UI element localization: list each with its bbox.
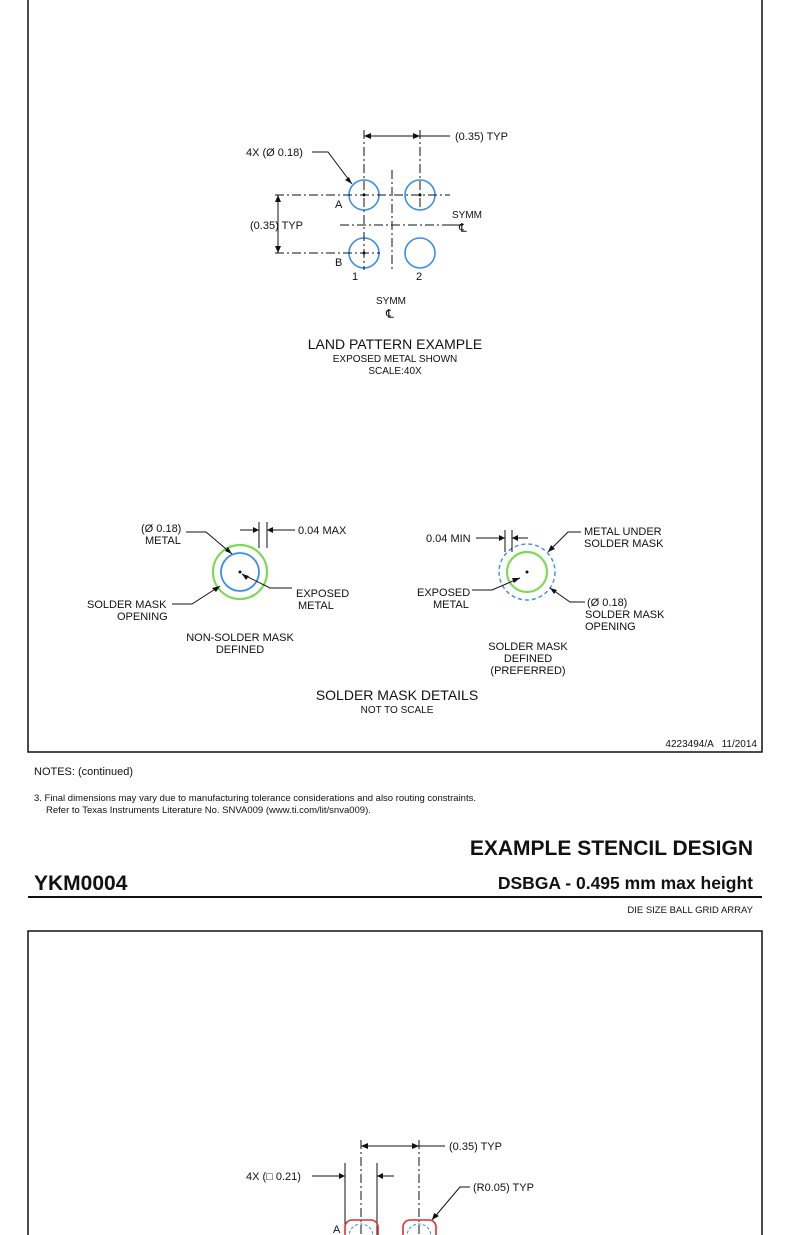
nsmd-opening-label-1: SOLDER MASK [87, 599, 167, 611]
notes-heading: NOTES: (continued) [34, 766, 133, 778]
pad-b2 [404, 237, 436, 269]
package-description: DIE SIZE BALL GRID ARRAY [627, 905, 753, 916]
note-3-line-1: 3. Final dimensions may vary due to manu… [34, 793, 476, 804]
land-pattern-subtitle: EXPOSED METAL SHOWN [333, 354, 457, 365]
nsmd-caption-2: DEFINED [216, 644, 264, 656]
smd-metal-under-label-2: SOLDER MASK [584, 538, 664, 550]
land-symm-right-label: SYMM [452, 210, 482, 221]
land-pitch-x-label: (0.35) TYP [455, 131, 508, 143]
stencil-figure [312, 1140, 470, 1235]
smd-caption-2: DEFINED [504, 653, 552, 665]
stencil-pitch-label: (0.35) TYP [449, 1141, 502, 1153]
nsmd-metal-dia-label: (Ø 0.18) [141, 523, 181, 535]
centerline-icon: ℄ [458, 221, 467, 235]
stencil-aperture-label: 4X (□ 0.21) [246, 1171, 301, 1183]
nsmd-exposed-metal-label: METAL [298, 600, 334, 612]
stencil-aperture-a2 [402, 1219, 437, 1235]
land-col-2-label: 2 [416, 271, 422, 283]
land-row-b-label: B [335, 257, 342, 269]
package-title: DSBGA - 0.495 mm max height [498, 873, 753, 893]
land-pattern-figure [275, 130, 463, 270]
land-pad-diameter-label: 4X (Ø 0.18) [246, 147, 303, 159]
page-title: EXAMPLE STENCIL DESIGN [470, 837, 753, 860]
note-3-line-2: Refer to Texas Instruments Literature No… [46, 805, 371, 816]
stencil-aperture-a1 [344, 1219, 379, 1235]
nsmd-figure [172, 522, 295, 605]
land-symm-bottom-label: SYMM [376, 296, 406, 307]
nsmd-opening-label-2: OPENING [117, 611, 168, 623]
land-pattern-scale: SCALE:40X [368, 366, 422, 377]
centerline-icon: ℄ [385, 307, 394, 321]
smd-exposed-label: EXPOSED [417, 587, 470, 599]
smd-min-label: 0.04 MIN [426, 533, 471, 545]
part-number: YKM0004 [34, 872, 128, 895]
drawing-number: 4223494/A 11/2014 [665, 739, 757, 750]
lower-drawing-frame [27, 930, 763, 1235]
stencil-radius-label: (R0.05) TYP [473, 1182, 534, 1194]
nsmd-caption-1: NON-SOLDER MASK [186, 632, 294, 644]
smd-metal-under-label-1: METAL UNDER [584, 526, 662, 538]
solder-mask-details-subtitle: NOT TO SCALE [361, 705, 434, 716]
stencil-row-a-label: A [333, 1224, 341, 1235]
land-row-a-label: A [335, 199, 343, 211]
smd-figure [472, 530, 585, 603]
upper-drawing-frame [27, 0, 763, 753]
nsmd-max-label: 0.04 MAX [298, 525, 347, 537]
smd-opening-label-3: OPENING [585, 621, 636, 633]
nsmd-metal-label: METAL [145, 535, 181, 547]
smd-caption-1: SOLDER MASK [488, 641, 568, 653]
nsmd-exposed-label: EXPOSED [296, 588, 349, 600]
smd-opening-label-2: SOLDER MASK [585, 609, 665, 621]
smd-exposed-metal-label: METAL [433, 599, 469, 611]
land-pitch-y-label: (0.35) TYP [250, 220, 303, 232]
smd-opening-label-1: (Ø 0.18) [587, 597, 627, 609]
solder-mask-details-title: SOLDER MASK DETAILS [316, 687, 478, 703]
land-col-1-label: 1 [352, 271, 358, 283]
land-pattern-title: LAND PATTERN EXAMPLE [308, 336, 483, 352]
smd-caption-3: (PREFERRED) [490, 665, 565, 677]
